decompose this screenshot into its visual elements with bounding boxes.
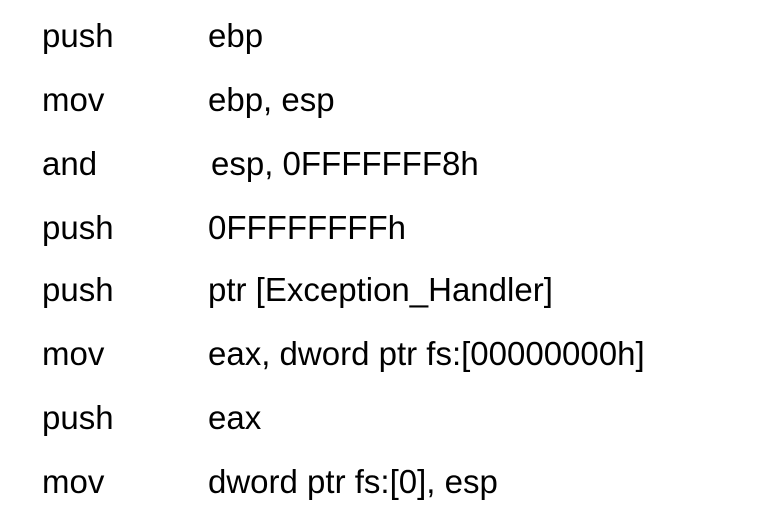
mnemonic: mov (42, 335, 105, 372)
operands: dword ptr fs:[0], esp (208, 463, 498, 500)
mnemonic: and (42, 145, 98, 182)
instruction-row: mov ebp, esp (0, 80, 784, 120)
operands: ebp, esp (208, 81, 335, 118)
operands: ebp (208, 17, 264, 54)
instruction-row: mov dword ptr fs:[0], esp (0, 462, 784, 502)
mnemonic: push (42, 17, 114, 54)
instruction-row: push eax (0, 398, 784, 438)
operands: eax (208, 399, 262, 436)
operands: 0FFFFFFFFh (208, 209, 406, 246)
mnemonic: mov (42, 81, 105, 118)
instruction-row: push ebp (0, 16, 784, 56)
instruction-row: mov eax, dword ptr fs:[00000000h] (0, 334, 784, 374)
mnemonic: push (42, 399, 114, 436)
operands: ptr [Exception_Handler] (208, 271, 553, 308)
operands: eax, dword ptr fs:[00000000h] (208, 335, 645, 372)
instruction-row: and esp, 0FFFFFFF8h (0, 144, 784, 184)
mnemonic: push (42, 209, 114, 246)
instruction-row: push ptr [Exception_Handler] (0, 270, 784, 310)
mnemonic: mov (42, 463, 105, 500)
mnemonic: push (42, 271, 114, 308)
operands: esp, 0FFFFFFF8h (211, 145, 479, 182)
instruction-row: push 0FFFFFFFFh (0, 208, 784, 248)
